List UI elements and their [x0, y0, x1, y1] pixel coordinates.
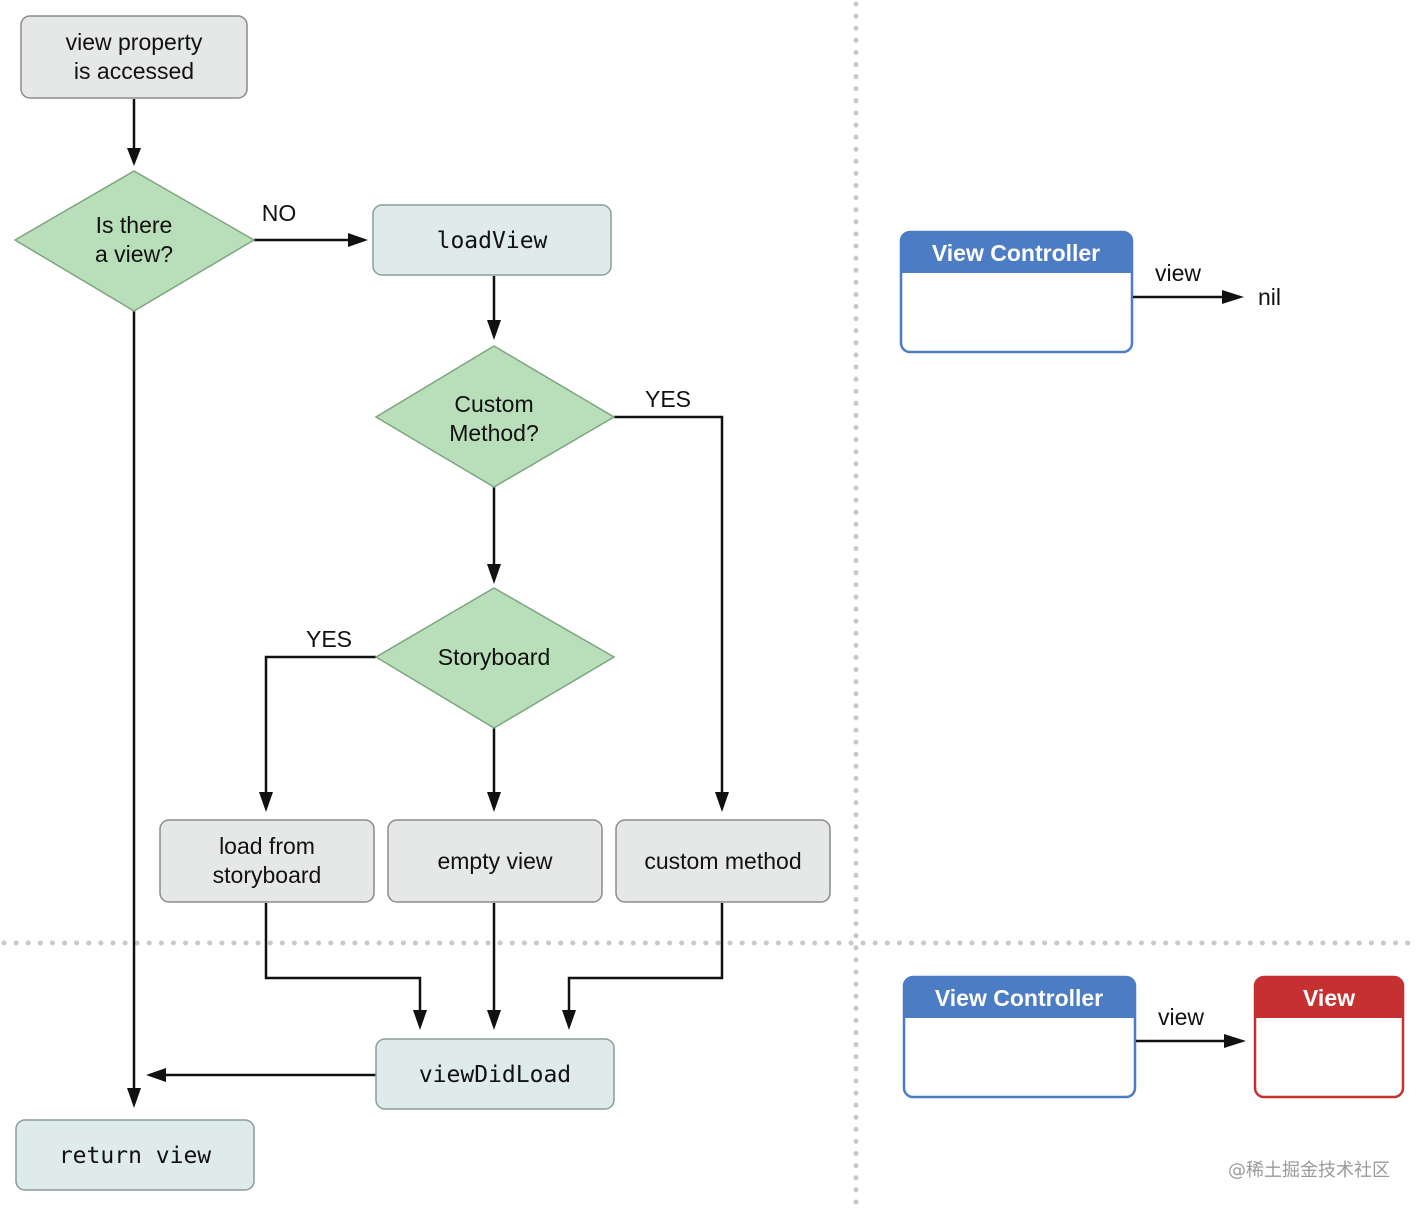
- controller-title-after: View Controller: [935, 985, 1103, 1011]
- arrowhead: [348, 233, 368, 247]
- loadview-node: loadView: [372, 204, 612, 276]
- has-view-line-2: a view?: [95, 241, 173, 267]
- arrowhead: [127, 1088, 141, 1108]
- connector-storyboard-load-to-viewdidload: [264, 903, 422, 1012]
- has-view-decision: Is there a view?: [13, 170, 256, 312]
- connector-storyboard-yes: [264, 655, 376, 794]
- arrowhead: [487, 1010, 501, 1030]
- load-storyboard-line-1: load from: [219, 833, 315, 859]
- viewdidload-label: viewDidLoad: [419, 1062, 571, 1088]
- empty-view-node: empty view: [387, 819, 603, 903]
- arrowhead: [487, 792, 501, 812]
- arrowhead: [487, 320, 501, 340]
- start-node: view property is accessed: [20, 15, 248, 99]
- custom-method-label: custom method: [644, 848, 801, 874]
- arrowhead: [1224, 1034, 1246, 1048]
- watermark: @稀土掘金技术社区: [1228, 1160, 1390, 1181]
- controller-title-before: View Controller: [932, 240, 1100, 266]
- view-header: [1255, 977, 1403, 1018]
- arrowhead: [562, 1010, 576, 1030]
- connector-custom-yes: [614, 415, 724, 794]
- start-line-1: view property: [66, 29, 203, 55]
- arrowhead: [127, 148, 141, 166]
- storyboard-q-label: Storyboard: [438, 644, 551, 670]
- load-storyboard-line-2: storyboard: [213, 862, 322, 888]
- return-view-node: return view: [15, 1119, 255, 1191]
- nil-label: nil: [1258, 284, 1281, 310]
- arrowhead: [487, 564, 501, 584]
- custom-method-decision: Custom Method?: [374, 345, 616, 488]
- storyboard-decision: Storyboard: [374, 587, 616, 729]
- return-view-label: return view: [59, 1143, 211, 1169]
- custom-method-node: custom method: [615, 819, 831, 903]
- empty-view-label: empty view: [437, 848, 552, 874]
- viewdidload-node: viewDidLoad: [375, 1038, 615, 1110]
- start-line-2: is accessed: [74, 58, 194, 84]
- arrowhead: [413, 1010, 427, 1030]
- arrowhead: [1222, 290, 1244, 304]
- state-before: View Controller view nil: [899, 230, 1281, 354]
- loadview-label: loadView: [437, 228, 548, 254]
- arrowhead: [146, 1068, 166, 1082]
- view-pointer-label-after: view: [1158, 1004, 1204, 1030]
- has-view-line-1: Is there: [96, 212, 173, 238]
- arrowhead: [259, 792, 273, 812]
- controller-header-after: [904, 977, 1135, 1018]
- state-after: View Controller view View: [902, 975, 1405, 1099]
- arrowhead: [715, 792, 729, 812]
- view-pointer-label-before: view: [1155, 260, 1201, 286]
- controller-header-before: [901, 232, 1132, 273]
- connector-custom-to-viewdidload: [567, 903, 724, 1012]
- load-from-storyboard-node: load from storyboard: [159, 819, 375, 903]
- no-label: NO: [262, 200, 297, 226]
- yes-custom-label: YES: [645, 386, 691, 412]
- view-title: View: [1303, 985, 1355, 1011]
- flow-connectors: [127, 99, 729, 1108]
- custom-method-q-line-1: Custom: [454, 391, 533, 417]
- yes-storyboard-label: YES: [306, 626, 352, 652]
- custom-method-q-line-2: Method?: [449, 420, 539, 446]
